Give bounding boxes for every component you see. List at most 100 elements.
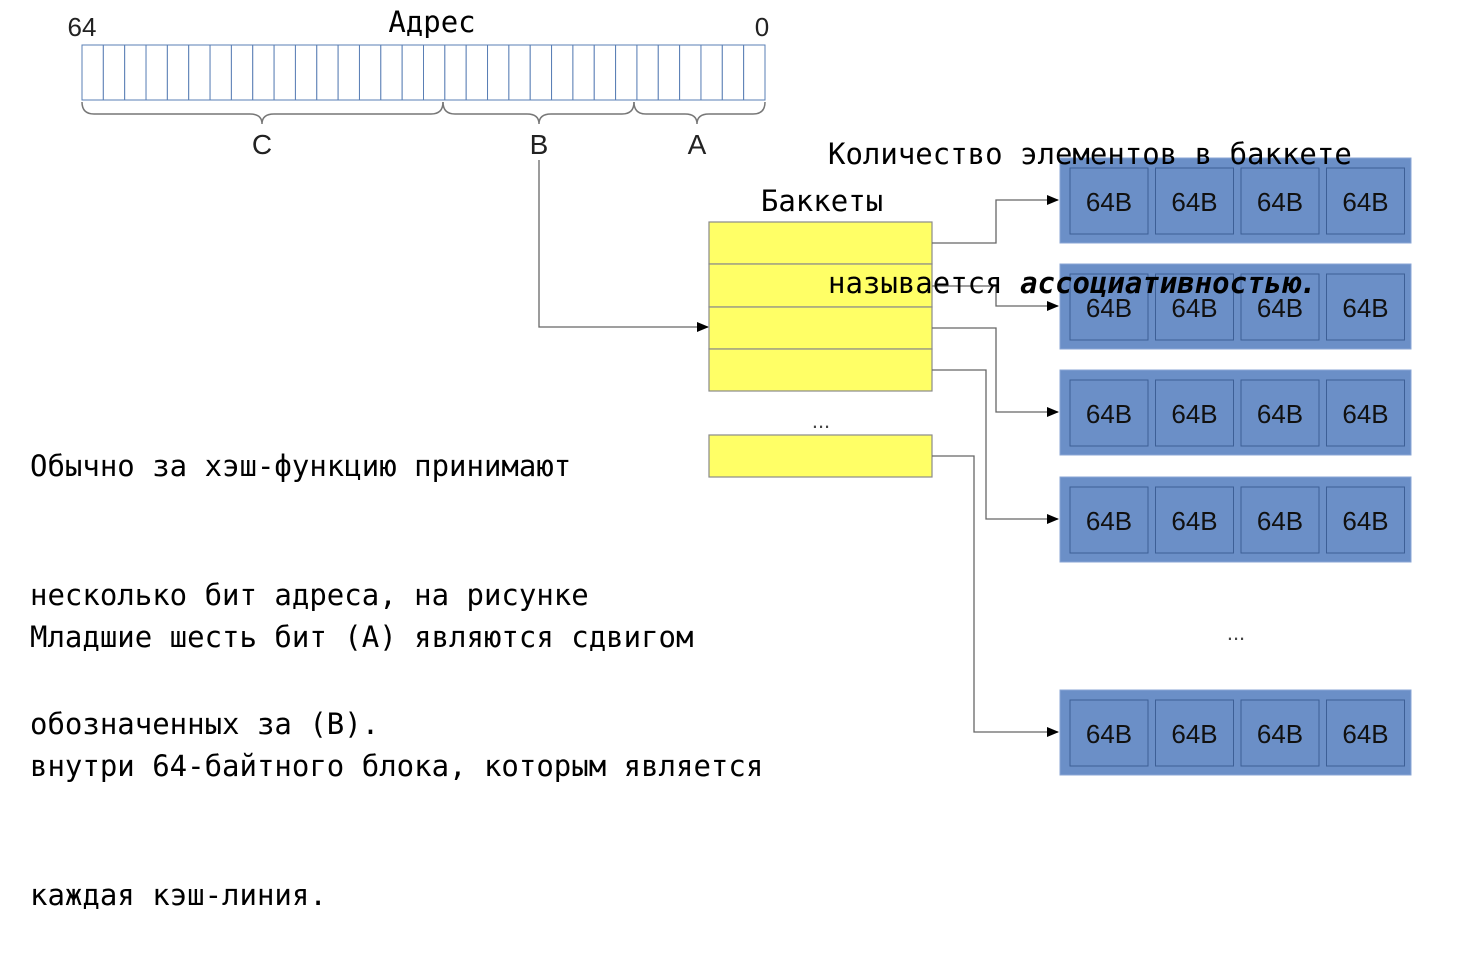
address-bit-cell: [188, 44, 211, 101]
address-bit-cell: [700, 44, 723, 101]
address-bit-cell: [679, 44, 702, 101]
cache-cell-label: 64B: [1171, 719, 1217, 749]
cache-cell-label: 64B: [1086, 187, 1132, 217]
connector-arrow: [932, 455, 1059, 737]
address-bit-cell: [316, 44, 339, 101]
cache-cell: [1240, 379, 1320, 447]
brace-c: [81, 101, 444, 125]
cache-cell: [1326, 379, 1405, 447]
connector-arrow: [932, 369, 1059, 524]
cache-cell-label: 64B: [1171, 506, 1217, 536]
cache-cell: [1069, 273, 1149, 341]
cache-cell-label: 64B: [1342, 187, 1388, 217]
cache-cell-label: 64B: [1342, 293, 1388, 323]
cache-cell-label: 64B: [1257, 187, 1303, 217]
field-label-b: B: [530, 129, 549, 160]
address-bit-cell: [423, 44, 446, 101]
associativity-line-2: называется ассоциативностью.: [828, 262, 1352, 305]
address-bit-cell: [230, 44, 254, 101]
associativity-note: Количество элементов в баккете называетс…: [828, 47, 1352, 348]
address-bit-cell: [252, 44, 275, 101]
address-bit-cell: [636, 44, 659, 101]
address-bit-cell: [444, 44, 467, 101]
cache-cell-label: 64B: [1171, 293, 1217, 323]
cache-cell: [1069, 486, 1149, 554]
address-bit-cell: [593, 44, 617, 101]
address-title: Адрес: [388, 5, 475, 39]
bucket-connectors: [932, 195, 1059, 737]
address-bit-cell: [721, 44, 745, 101]
cache-cell-label: 64B: [1171, 187, 1217, 217]
address-bit-cell: [81, 44, 104, 101]
address-bit-cell: [209, 44, 232, 101]
cache-cell: [1155, 379, 1234, 447]
cache-cell: [1155, 273, 1234, 341]
cache-cell-label: 64B: [1257, 399, 1303, 429]
bucket-row: [708, 348, 933, 392]
associativity-line-1: Количество элементов в баккете: [828, 137, 1352, 171]
buckets-title: Баккеты: [761, 184, 883, 218]
address-bit-cell: [615, 44, 638, 101]
cache-cell-label: 64B: [1086, 293, 1132, 323]
cache-line-row: 64B 64B 64B 64B: [1059, 157, 1412, 244]
cache-cell: [1069, 167, 1149, 235]
bucket-row: [708, 306, 933, 350]
cache-cell-label: 64B: [1171, 399, 1217, 429]
address-bit-cell: [166, 44, 190, 101]
address-bit-cell: [145, 44, 168, 101]
cache-cell: [1326, 273, 1405, 341]
address-bit-cell: [337, 44, 360, 101]
address-bit-cell: [529, 44, 553, 101]
cache-cell-label: 64B: [1342, 719, 1388, 749]
address-bit-cell: [102, 44, 126, 101]
cache-cell: [1069, 379, 1149, 447]
cache-cell: [1155, 486, 1234, 554]
cache-line-row: 64B 64B 64B 64B: [1059, 689, 1412, 776]
address-bit-cell: [294, 44, 318, 101]
address-bit-cell: [465, 44, 489, 101]
address-bit-cell: [508, 44, 531, 101]
cache-cell: [1326, 699, 1405, 767]
cache-cell: [1155, 167, 1234, 235]
offset-note-line-3: каждая кэш-линия.: [30, 878, 327, 912]
cache-cell: [1069, 699, 1149, 767]
cache-cell-label: 64B: [1257, 719, 1303, 749]
field-label-c: C: [252, 129, 272, 160]
cache-cell: [1326, 167, 1405, 235]
cache-cell: [1240, 167, 1320, 235]
connector-arrow: [932, 285, 1059, 311]
offset-note-line-1: Младшие шесть бит (A) являются сдвигом: [30, 620, 694, 654]
cache-lines-ellipsis: ...: [1227, 620, 1245, 645]
bucket-row-last: [708, 434, 933, 478]
cache-cell-label: 64B: [1086, 719, 1132, 749]
cache-cell: [1240, 486, 1320, 554]
field-label-a: A: [688, 129, 707, 160]
brace-a: [633, 101, 766, 125]
address-bit-cell: [124, 44, 147, 101]
associativity-prefix: называется: [828, 266, 1021, 300]
cache-cell-label: 64B: [1257, 506, 1303, 536]
hash-function-note: Обычно за хэш-функцию принимают нескольк…: [30, 359, 589, 789]
cache-cell: [1240, 699, 1320, 767]
cache-cell-label: 64B: [1342, 506, 1388, 536]
hash-arrow: [538, 160, 709, 332]
connector-arrow: [932, 195, 1059, 244]
address-bit-cell: [380, 44, 403, 101]
cache-cell: [1155, 699, 1234, 767]
connector-arrow: [932, 327, 1059, 417]
brace-b: [442, 101, 635, 125]
address-bit-cell: [572, 44, 595, 101]
address-bit-cell: [551, 44, 574, 101]
hash-note-line-1: Обычно за хэш-функцию принимают: [30, 449, 572, 483]
address-high-bit: 64: [68, 12, 97, 42]
address-bit-cell: [657, 44, 681, 101]
hash-note-line-3: обозначенных за (B).: [30, 707, 380, 741]
cache-cell-label: 64B: [1342, 399, 1388, 429]
cache-cell: [1326, 486, 1405, 554]
address-bit-cells: [81, 44, 766, 101]
